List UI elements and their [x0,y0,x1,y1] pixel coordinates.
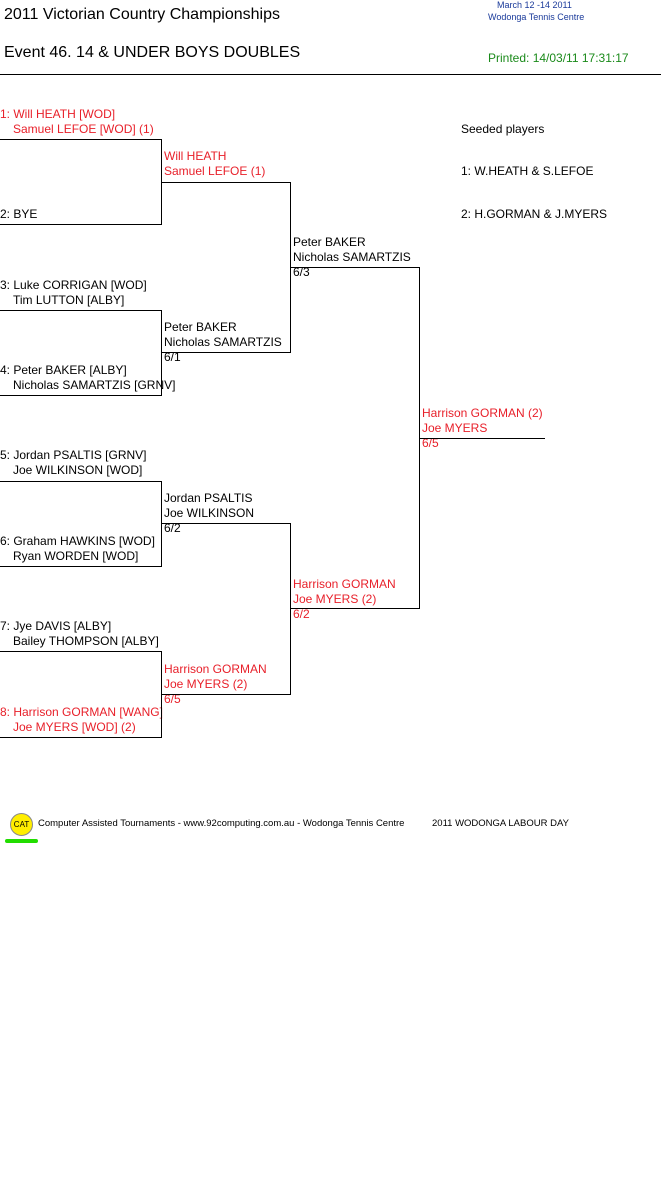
entry-line1: 3: Luke CORRIGAN [WOD] [0,278,147,292]
r2-bracket-b [290,523,291,695]
entry-line2: Joe WILKINSON [WOD] [13,463,143,477]
printed-timestamp: Printed: 14/03/11 17:31:17 [488,51,629,65]
entry-8-line [0,737,162,738]
winner-line1: Peter BAKER [164,320,237,334]
semi-2-line [290,608,420,609]
winner-line2: Joe WILKINSON [164,506,255,520]
winner-line2: Nicholas SAMARTZIS [293,250,411,264]
entry-line1: 2: BYE [0,207,38,221]
match-score: 6/1 [164,350,181,364]
entry-line2: Ryan WORDEN [WOD] [13,549,139,563]
seeds-heading: Seeded players [461,122,545,136]
winner-line1: Harrison GORMAN [293,577,396,591]
winner-line2: Samuel LEFOE (1) [164,164,266,178]
match-score: 6/5 [164,692,181,706]
semi-1-line [290,267,420,268]
entry-line1: 6: Graham HAWKINS [WOD] [0,534,155,548]
winner-line2: Joe MYERS (2) [164,677,248,691]
cat-logo: CAT [10,813,33,836]
match-score: 6/2 [293,607,310,621]
footer-credit: Computer Assisted Tournaments - www.92co… [38,818,405,829]
header-divider [0,74,661,75]
entry-line1: 8: Harrison GORMAN [WANG] [0,705,163,719]
entry-3-line [0,310,162,311]
entry-line2: Joe MYERS [WOD] (2) [13,720,136,734]
match-score: 6/2 [164,521,181,535]
final-line [419,438,545,439]
entry-6-line [0,566,162,567]
entry-line2: Samuel LEFOE [WOD] (1) [13,122,154,136]
winner-line1: Peter BAKER [293,235,366,249]
winner-line1: Harrison GORMAN [164,662,267,676]
winner-line1: Jordan PSALTIS [164,491,253,505]
winner-line1: Will HEATH [164,149,227,163]
footer-tournament: 2011 WODONGA LABOUR DAY [432,818,569,829]
entry-7-line [0,651,162,652]
match-score: 6/3 [293,265,310,279]
winner-line2: Joe MYERS (2) [293,592,377,606]
winner-line1: Harrison GORMAN (2) [422,406,543,420]
round2-2-line [161,352,291,353]
entry-line1: 5: Jordan PSALTIS [GRNV] [0,448,147,462]
event-title: Event 46. 14 & UNDER BOYS DOUBLES [4,44,301,61]
entry-line2: Tim LUTTON [ALBY] [13,293,125,307]
venue: Wodonga Tennis Centre [488,12,585,22]
r1-bracket-b [161,310,162,396]
entry-2-line [0,224,162,225]
dates: March 12 -14 2011 [497,0,572,10]
winner-line2: Joe MYERS [422,421,488,435]
entry-line2: Nicholas SAMARTZIS [GRNV] [13,378,176,392]
entry-line2: Bailey THOMPSON [ALBY] [13,634,159,648]
entry-line1: 7: Jye DAVIS [ALBY] [0,619,112,633]
round2-4-line [161,694,291,695]
seed-item: 2: H.GORMAN & J.MYERS [461,207,608,221]
match-score: 6/5 [422,436,439,450]
r1-bracket-c [161,481,162,567]
entry-line1: 4: Peter BAKER [ALBY] [0,363,127,377]
round2-3-line [161,523,291,524]
entry-line1: 1: Will HEATH [WOD] [0,107,116,121]
entry-4-line [0,395,162,396]
logo-underline [5,839,38,843]
seed-item: 1: W.HEATH & S.LEFOE [461,164,594,178]
tournament-title: 2011 Victorian Country Championships [4,6,281,23]
round2-1-line [161,182,291,183]
winner-line2: Nicholas SAMARTZIS [164,335,282,349]
entry-1-line [0,139,162,140]
entry-5-line [0,481,162,482]
